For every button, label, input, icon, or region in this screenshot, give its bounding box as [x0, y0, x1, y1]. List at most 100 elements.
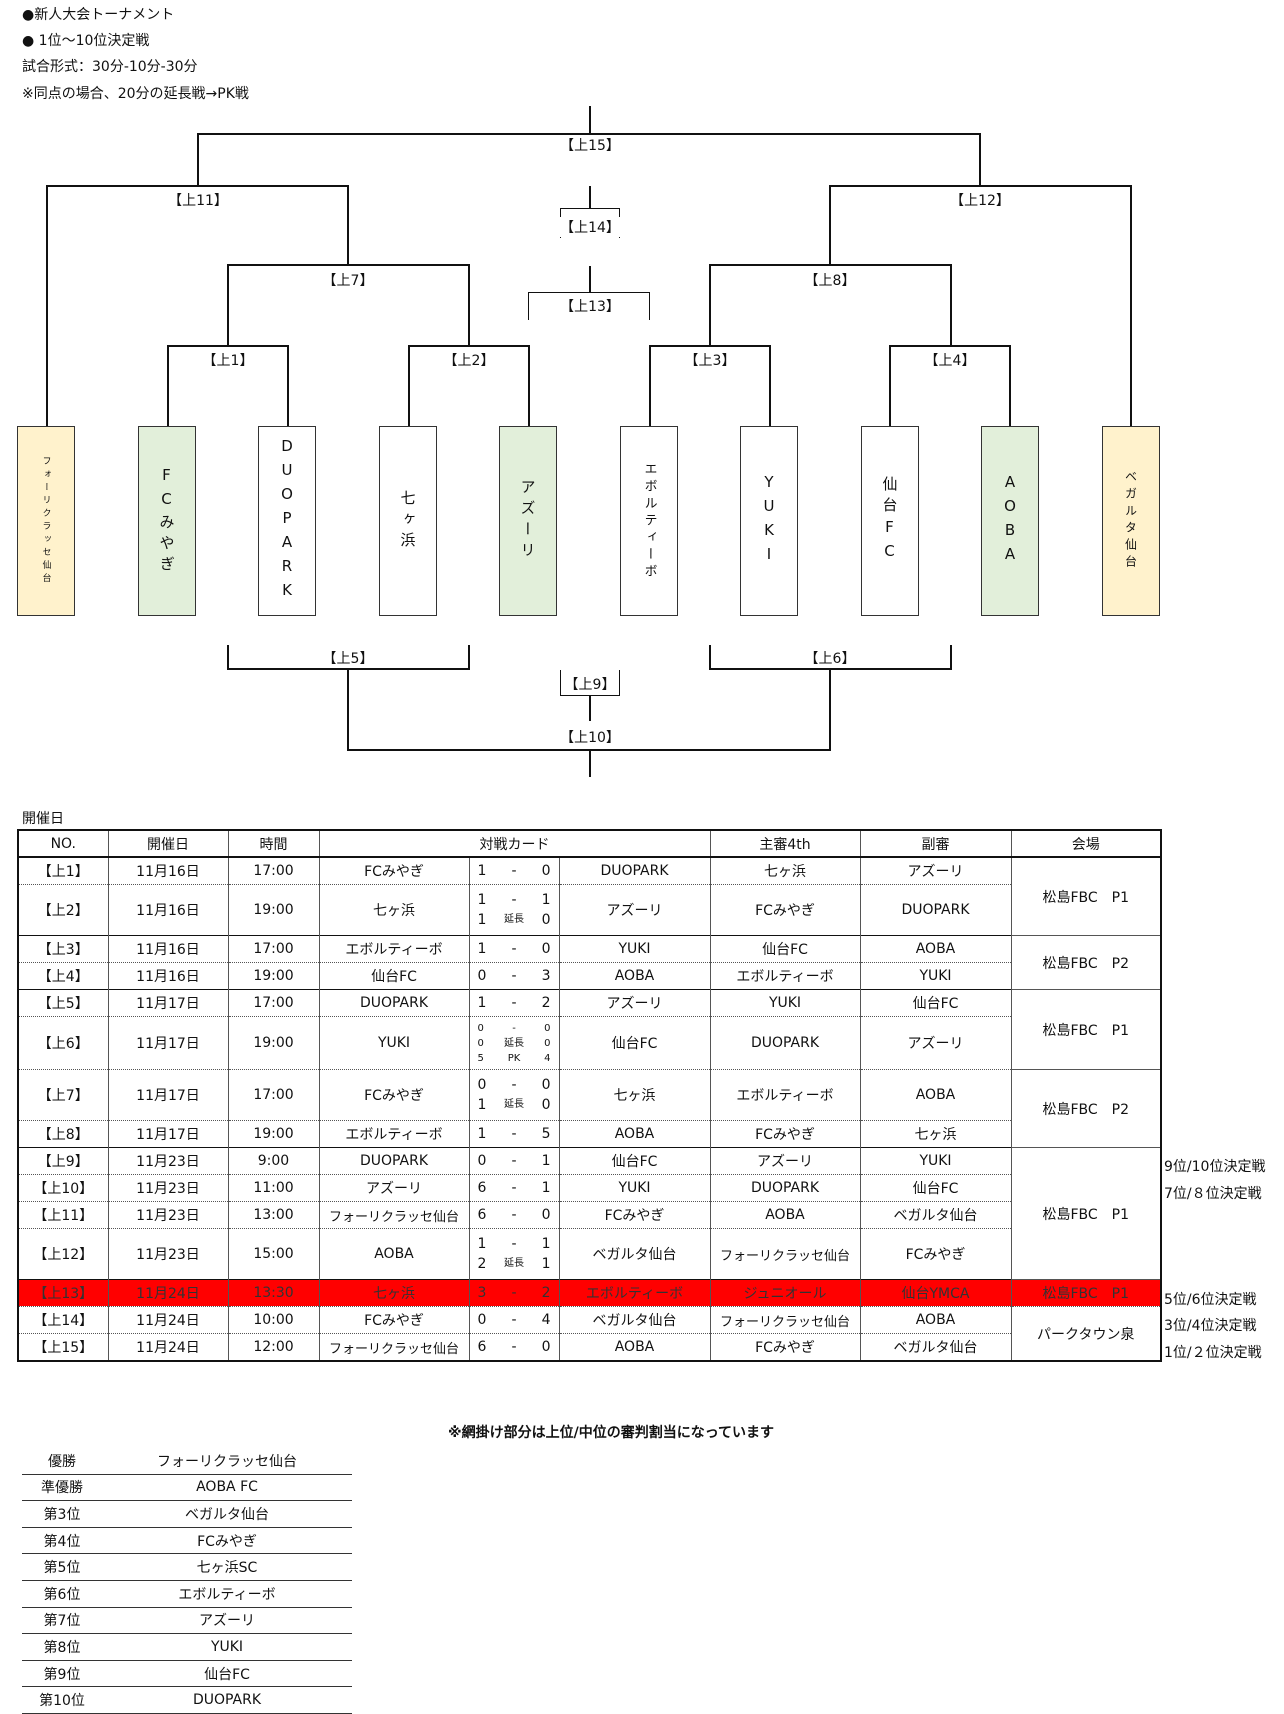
- standing-team: DUOPARK: [102, 1686, 352, 1714]
- score-home-extra: 0: [477, 1037, 484, 1049]
- match-format: 試合形式：30分-10分-30分: [22, 59, 198, 75]
- title-line-1: ●新人大会トーナメント: [22, 7, 175, 23]
- match-label-12: 【上12】: [948, 190, 1012, 210]
- match-no: 【上15】: [18, 1333, 108, 1362]
- standing-team: エボルティーボ: [102, 1580, 352, 1608]
- match-time: 13:30: [227, 1279, 319, 1307]
- team-box-sendai-fc: 仙台FC: [861, 426, 919, 616]
- score-separator: -: [511, 968, 517, 984]
- standing-team: アズーリ: [102, 1607, 352, 1635]
- score-home: 6: [477, 1180, 487, 1196]
- match-no: 【上11】: [18, 1201, 108, 1229]
- match-label-8: 【上8】: [802, 270, 858, 290]
- score-separator: -: [511, 1077, 517, 1093]
- away-team: 仙台FC: [558, 1147, 710, 1175]
- col-header-card: 対戦カード: [318, 830, 710, 858]
- standing-team: FCみやぎ: [102, 1527, 352, 1555]
- standing-row: 優勝フォーリクラッセ仙台: [22, 1448, 352, 1475]
- match-time: 12:00: [227, 1333, 319, 1362]
- match-time: 17:00: [227, 1069, 319, 1121]
- standing-team: YUKI: [102, 1633, 352, 1661]
- score: 1-5: [468, 1120, 559, 1148]
- match-label-3: 【上3】: [682, 350, 738, 370]
- standing-rank: 第3位: [22, 1500, 102, 1528]
- team-box-yuki: YUKI: [740, 426, 798, 616]
- tiebreak-rule: ※同点の場合、20分の延長戦→PK戦: [22, 86, 249, 102]
- standing-team: AOBA FC: [102, 1474, 352, 1502]
- score-home-extra: 2: [477, 1256, 487, 1272]
- match-date: 11月23日: [107, 1228, 228, 1280]
- score-home-extra: 1: [477, 912, 487, 928]
- away-team: AOBA: [558, 1120, 710, 1148]
- score: 0-4: [468, 1306, 559, 1334]
- home-team: フォーリクラッセ仙台: [318, 1333, 469, 1362]
- match-date: 11月23日: [107, 1147, 228, 1175]
- assistant-referee: ベガルタ仙台: [859, 1333, 1011, 1362]
- score-home: 0: [477, 1312, 487, 1328]
- score-away: 4: [541, 1312, 551, 1328]
- match-label-10: 【上10】: [558, 727, 622, 747]
- note-match-14: 3位/4位決定戦: [1164, 1318, 1257, 1334]
- schedule-table: NO. 開催日 時間 対戦カード 主審4th 副審 会場 【上1】 11月16日…: [17, 829, 1162, 1362]
- title-line-2: ● 1位～10位決定戦: [22, 33, 150, 49]
- match-label-14: 【上14】: [558, 217, 622, 237]
- assistant-referee: ベガルタ仙台: [859, 1201, 1011, 1229]
- standing-rank: 第7位: [22, 1607, 102, 1635]
- score-separator: -: [511, 1339, 517, 1355]
- team-box-aoba: AOBA: [981, 426, 1039, 616]
- team-box-vegalta: ベガルタ仙台: [1102, 426, 1160, 616]
- match-no: 【上1】: [18, 857, 108, 885]
- match-time: 19:00: [227, 884, 319, 936]
- score-home: 0: [477, 1153, 487, 1169]
- standing-team: 七ヶ浜SC: [102, 1553, 352, 1581]
- away-team: ベガルタ仙台: [558, 1306, 710, 1334]
- match-date: 11月17日: [107, 1120, 228, 1148]
- score-away: 0: [541, 1207, 551, 1223]
- referee: FCみやぎ: [709, 884, 860, 936]
- standing-rank: 第10位: [22, 1686, 102, 1714]
- team-box-evoltivo: エボルティーボ: [620, 426, 678, 616]
- match-label-15: 【上15】: [558, 135, 622, 155]
- assistant-referee: アズーリ: [859, 1016, 1011, 1070]
- home-team: DUOPARK: [318, 989, 469, 1017]
- referee: FCみやぎ: [709, 1333, 860, 1362]
- score-home: 1: [477, 892, 487, 908]
- home-team: AOBA: [318, 1228, 469, 1280]
- table-row-highlighted: 【上13】 11月24日 13:30 七ヶ浜 3-2 エボルティーボ ジュニオー…: [18, 1279, 1161, 1307]
- match-date: 11月23日: [107, 1174, 228, 1202]
- score-home-extra: 1: [477, 1097, 487, 1113]
- referee: DUOPARK: [709, 1174, 860, 1202]
- away-team: エボルティーボ: [558, 1279, 710, 1307]
- match-no: 【上10】: [18, 1174, 108, 1202]
- match-no: 【上5】: [18, 989, 108, 1017]
- score: 6-1: [468, 1174, 559, 1202]
- match-time: 15:00: [227, 1228, 319, 1280]
- match-no: 【上7】: [18, 1069, 108, 1121]
- score: 3-2: [468, 1279, 559, 1307]
- match-time: 10:00: [227, 1306, 319, 1334]
- venue-cell: 松島FBC P2: [1010, 935, 1161, 990]
- match-time: 17:00: [227, 935, 319, 963]
- standing-row: 第9位仙台FC: [22, 1660, 352, 1688]
- match-label-5: 【上5】: [320, 648, 376, 668]
- standing-team: ベガルタ仙台: [102, 1500, 352, 1528]
- score: 1-2: [468, 989, 559, 1017]
- score-home: 0: [477, 1077, 487, 1093]
- match-no: 【上8】: [18, 1120, 108, 1148]
- col-header-venue: 会場: [1010, 830, 1161, 858]
- team-name: 七ヶ浜: [398, 489, 417, 553]
- score-separator: -: [511, 1207, 517, 1223]
- away-team: FCみやぎ: [558, 1201, 710, 1229]
- team-box-shichigahama: 七ヶ浜: [379, 426, 437, 616]
- match-date: 11月17日: [107, 1069, 228, 1121]
- referee: フォーリクラッセ仙台: [709, 1306, 860, 1334]
- match-no: 【上6】: [18, 1016, 108, 1070]
- assistant-referee: YUKI: [859, 1147, 1011, 1175]
- score-away: 3: [541, 968, 551, 984]
- table-header-row: NO. 開催日 時間 対戦カード 主審4th 副審 会場: [18, 830, 1161, 858]
